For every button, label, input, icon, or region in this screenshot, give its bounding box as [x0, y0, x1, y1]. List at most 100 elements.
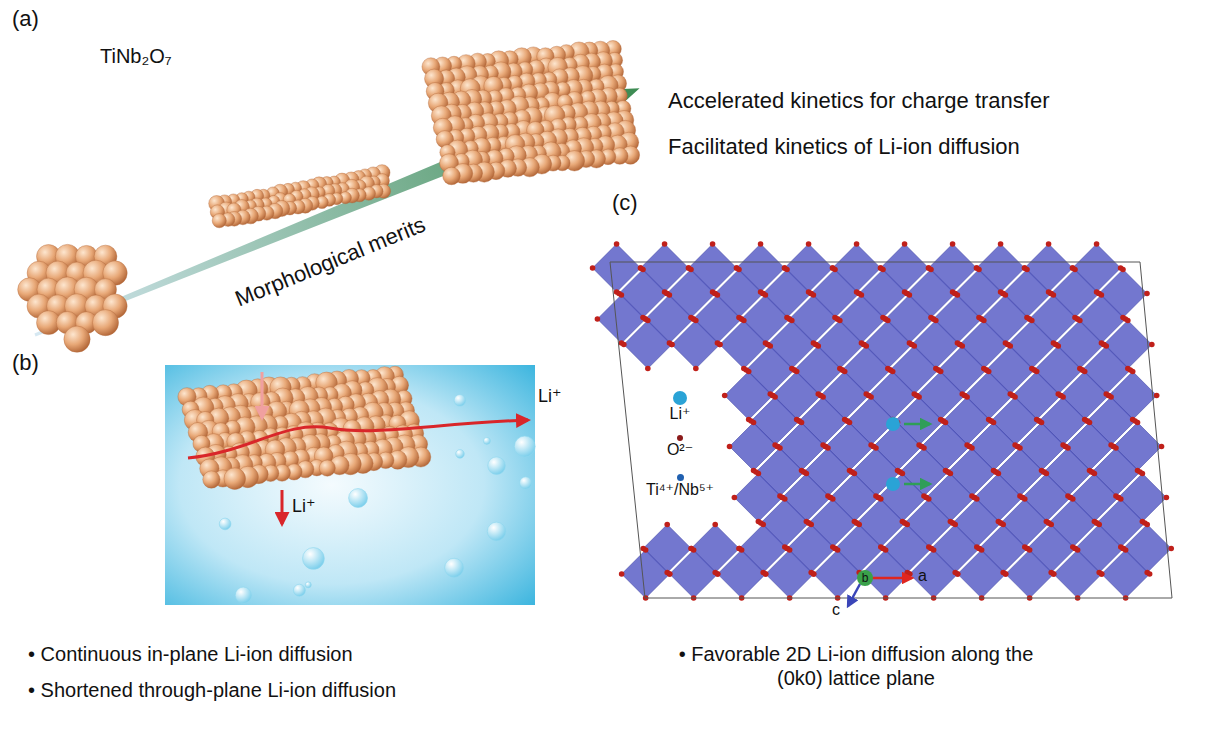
ion-label: Li⁺ [292, 496, 316, 518]
legend-text: Ti⁴⁺/Nb⁵⁺ [646, 481, 714, 499]
oxygen-atom [852, 471, 858, 477]
oxygen-atom [811, 571, 817, 577]
oxygen-atom [1120, 267, 1126, 273]
oxygen-atom [979, 547, 985, 553]
oxygen-atom [900, 471, 906, 477]
octahedron [814, 550, 862, 598]
merit-text: Facilitated kinetics of Li-ion diffusion [668, 134, 1020, 160]
oxygen-atom [758, 241, 764, 247]
particle [224, 468, 246, 490]
oxygen-atom [815, 343, 821, 349]
octahedron [672, 321, 720, 369]
oxygen-atom [907, 292, 913, 298]
particle [319, 460, 335, 476]
oxygen-atom [619, 292, 625, 298]
oxygen-atom [710, 241, 716, 247]
octahedron [958, 550, 1006, 598]
oxygen-atom [976, 267, 982, 273]
oxygen-atom [830, 496, 836, 502]
oxygen-atom [1046, 241, 1052, 247]
bullet-note: • Favorable 2D Li-ion diffusion along th… [672, 642, 1040, 690]
particle [203, 471, 220, 488]
oxygen-atom [911, 343, 917, 349]
oxygen-atom [717, 342, 723, 348]
oxygen-atom [991, 420, 997, 426]
oxygen-atom [1099, 571, 1105, 577]
oxygen-atom [727, 444, 733, 450]
oxygen-atom [662, 241, 668, 247]
oxygen-atom [952, 522, 958, 528]
oxygen-atom [1048, 522, 1054, 528]
bubble [349, 489, 368, 508]
oxygen-atom [1055, 343, 1061, 349]
oxygen-atom [1130, 369, 1136, 375]
oxygen-atom [746, 369, 752, 375]
oxygen-atom [1113, 445, 1119, 451]
oxygen-atom [1135, 420, 1141, 426]
oxygen-atom [1144, 291, 1150, 297]
oxygen-atom [1051, 292, 1057, 298]
bubble [235, 587, 251, 603]
oxygen-atom [948, 471, 954, 477]
oxygen-atom [938, 369, 944, 375]
oxygen-atom [794, 369, 800, 375]
oxygen-atom [669, 342, 675, 348]
through-plane-arrow [281, 490, 284, 524]
oxygen-atom [763, 571, 769, 577]
oxygen-atom [1027, 547, 1033, 553]
bullet-note: • Continuous in-plane Li-ion diffusion [28, 642, 353, 666]
particle [64, 326, 90, 352]
oxygen-atom [868, 394, 874, 400]
oxygen-atom [643, 547, 649, 553]
oxygen-atom [691, 547, 697, 553]
oxygen-atom [1082, 369, 1088, 375]
merit-arrow-body [28, 71, 647, 353]
oxygen-atom [717, 342, 723, 348]
panel-letter: (b) [12, 350, 39, 376]
octahedron [1006, 550, 1054, 598]
oxygen-atom [1000, 522, 1006, 528]
axis-label: a [918, 566, 927, 585]
oxygen-atom [1147, 571, 1153, 577]
bubble [488, 457, 506, 475]
bullet-note: • Shortened through-plane Li-ion diffusi… [28, 678, 396, 702]
oxygen-atom [921, 445, 927, 451]
merit-arrow [28, 71, 647, 353]
oxygen-atom [772, 394, 778, 400]
oxygen-atom [1108, 394, 1114, 400]
oxygen-atom [614, 241, 620, 247]
oxygen-atom [986, 369, 992, 375]
oxygen-atom [1022, 496, 1028, 502]
legend-entry: O²⁻ [667, 435, 693, 459]
oxygen-atom [767, 343, 773, 349]
oxygen-atom [1044, 471, 1050, 477]
oxygen-atom [825, 445, 831, 451]
octahedron [766, 550, 814, 598]
oxygen-atom [998, 241, 1004, 247]
oxygen-atom [667, 571, 673, 577]
oxygen-atom [1118, 496, 1124, 502]
oxygen-atom [693, 318, 699, 324]
bubble [219, 518, 231, 530]
oxygen-atom [837, 318, 843, 324]
oxygen-atom [928, 267, 934, 273]
oxygen-atom [789, 318, 795, 324]
oxygen-atom [1103, 343, 1109, 349]
oxygen-atom [955, 571, 961, 577]
oxygen-atom [1159, 444, 1165, 450]
particle [212, 214, 226, 228]
oxygen-atom [645, 318, 651, 324]
oxygen-atom [1012, 394, 1018, 400]
legend-swatch [677, 435, 683, 441]
oxygen-atom [784, 267, 790, 273]
oxygen-atom [804, 471, 810, 477]
legend-text: Li⁺ [670, 405, 691, 423]
diffusion-arrow [904, 483, 930, 486]
oxygen-atom [1154, 393, 1160, 399]
panel-letter: (c) [612, 190, 638, 216]
bubble [293, 584, 305, 596]
bubble [514, 436, 535, 457]
oxygen-atom [1125, 318, 1131, 324]
oxygen-atom [969, 445, 975, 451]
oxygen-atom [669, 342, 675, 348]
